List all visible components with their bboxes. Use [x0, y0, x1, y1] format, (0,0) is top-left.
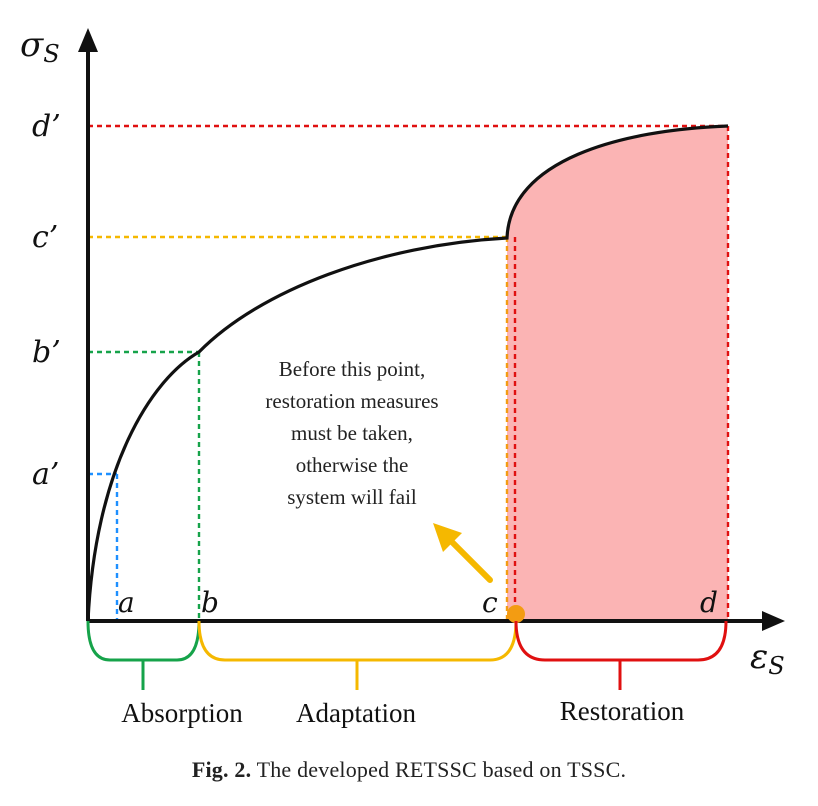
- x-label-a: a: [118, 586, 135, 619]
- stress-strain-curve: [86, 124, 729, 622]
- y-label-d-prime: d’: [32, 109, 61, 144]
- restoration-region: [507, 126, 728, 621]
- y-label-a-prime: a’: [32, 457, 59, 492]
- resilience-diagram: σS εS d’ c’ b’ a’ a b c d Before this po…: [20, 25, 785, 728]
- caption-label: Fig. 2.: [191, 757, 252, 782]
- annotation-text: Before this point, restoration measures …: [265, 357, 438, 509]
- absorption-brace: [86, 620, 201, 690]
- y-label-c-prime: c’: [32, 220, 58, 255]
- y-axis-label: σS: [20, 25, 60, 68]
- svg-text:otherwise the: otherwise the: [296, 453, 409, 477]
- x-label-d: d: [700, 586, 718, 619]
- x-axis-label: εS: [750, 637, 785, 680]
- c-vertical-guide: [505, 237, 517, 621]
- y-axis-arrowhead: [78, 28, 98, 52]
- svg-text:restoration measures: restoration measures: [265, 389, 438, 413]
- adaptation-label: Adaptation: [296, 698, 416, 728]
- x-axis-arrowhead: [762, 611, 785, 631]
- d-guides: [88, 124, 730, 621]
- svg-text:Before this point,: Before this point,: [279, 357, 425, 381]
- restoration-label: Restoration: [560, 696, 685, 726]
- svg-text:must be taken,: must be taken,: [291, 421, 413, 445]
- y-label-b-prime: b’: [32, 335, 61, 370]
- figure-caption: Fig. 2. The developed RETSSC based on TS…: [0, 757, 818, 783]
- failure-point-marker: [507, 605, 525, 623]
- annotation-arrow: [433, 523, 493, 583]
- x-label-b: b: [201, 586, 219, 619]
- restoration-brace: [514, 620, 728, 690]
- absorption-label: Absorption: [121, 698, 243, 728]
- x-label-c: c: [482, 586, 498, 619]
- svg-text:system will fail: system will fail: [287, 485, 417, 509]
- adaptation-brace: [197, 620, 518, 690]
- caption-text: The developed RETSSC based on TSSC.: [256, 757, 627, 782]
- b-guides: [88, 350, 201, 621]
- a-guides: [88, 472, 119, 621]
